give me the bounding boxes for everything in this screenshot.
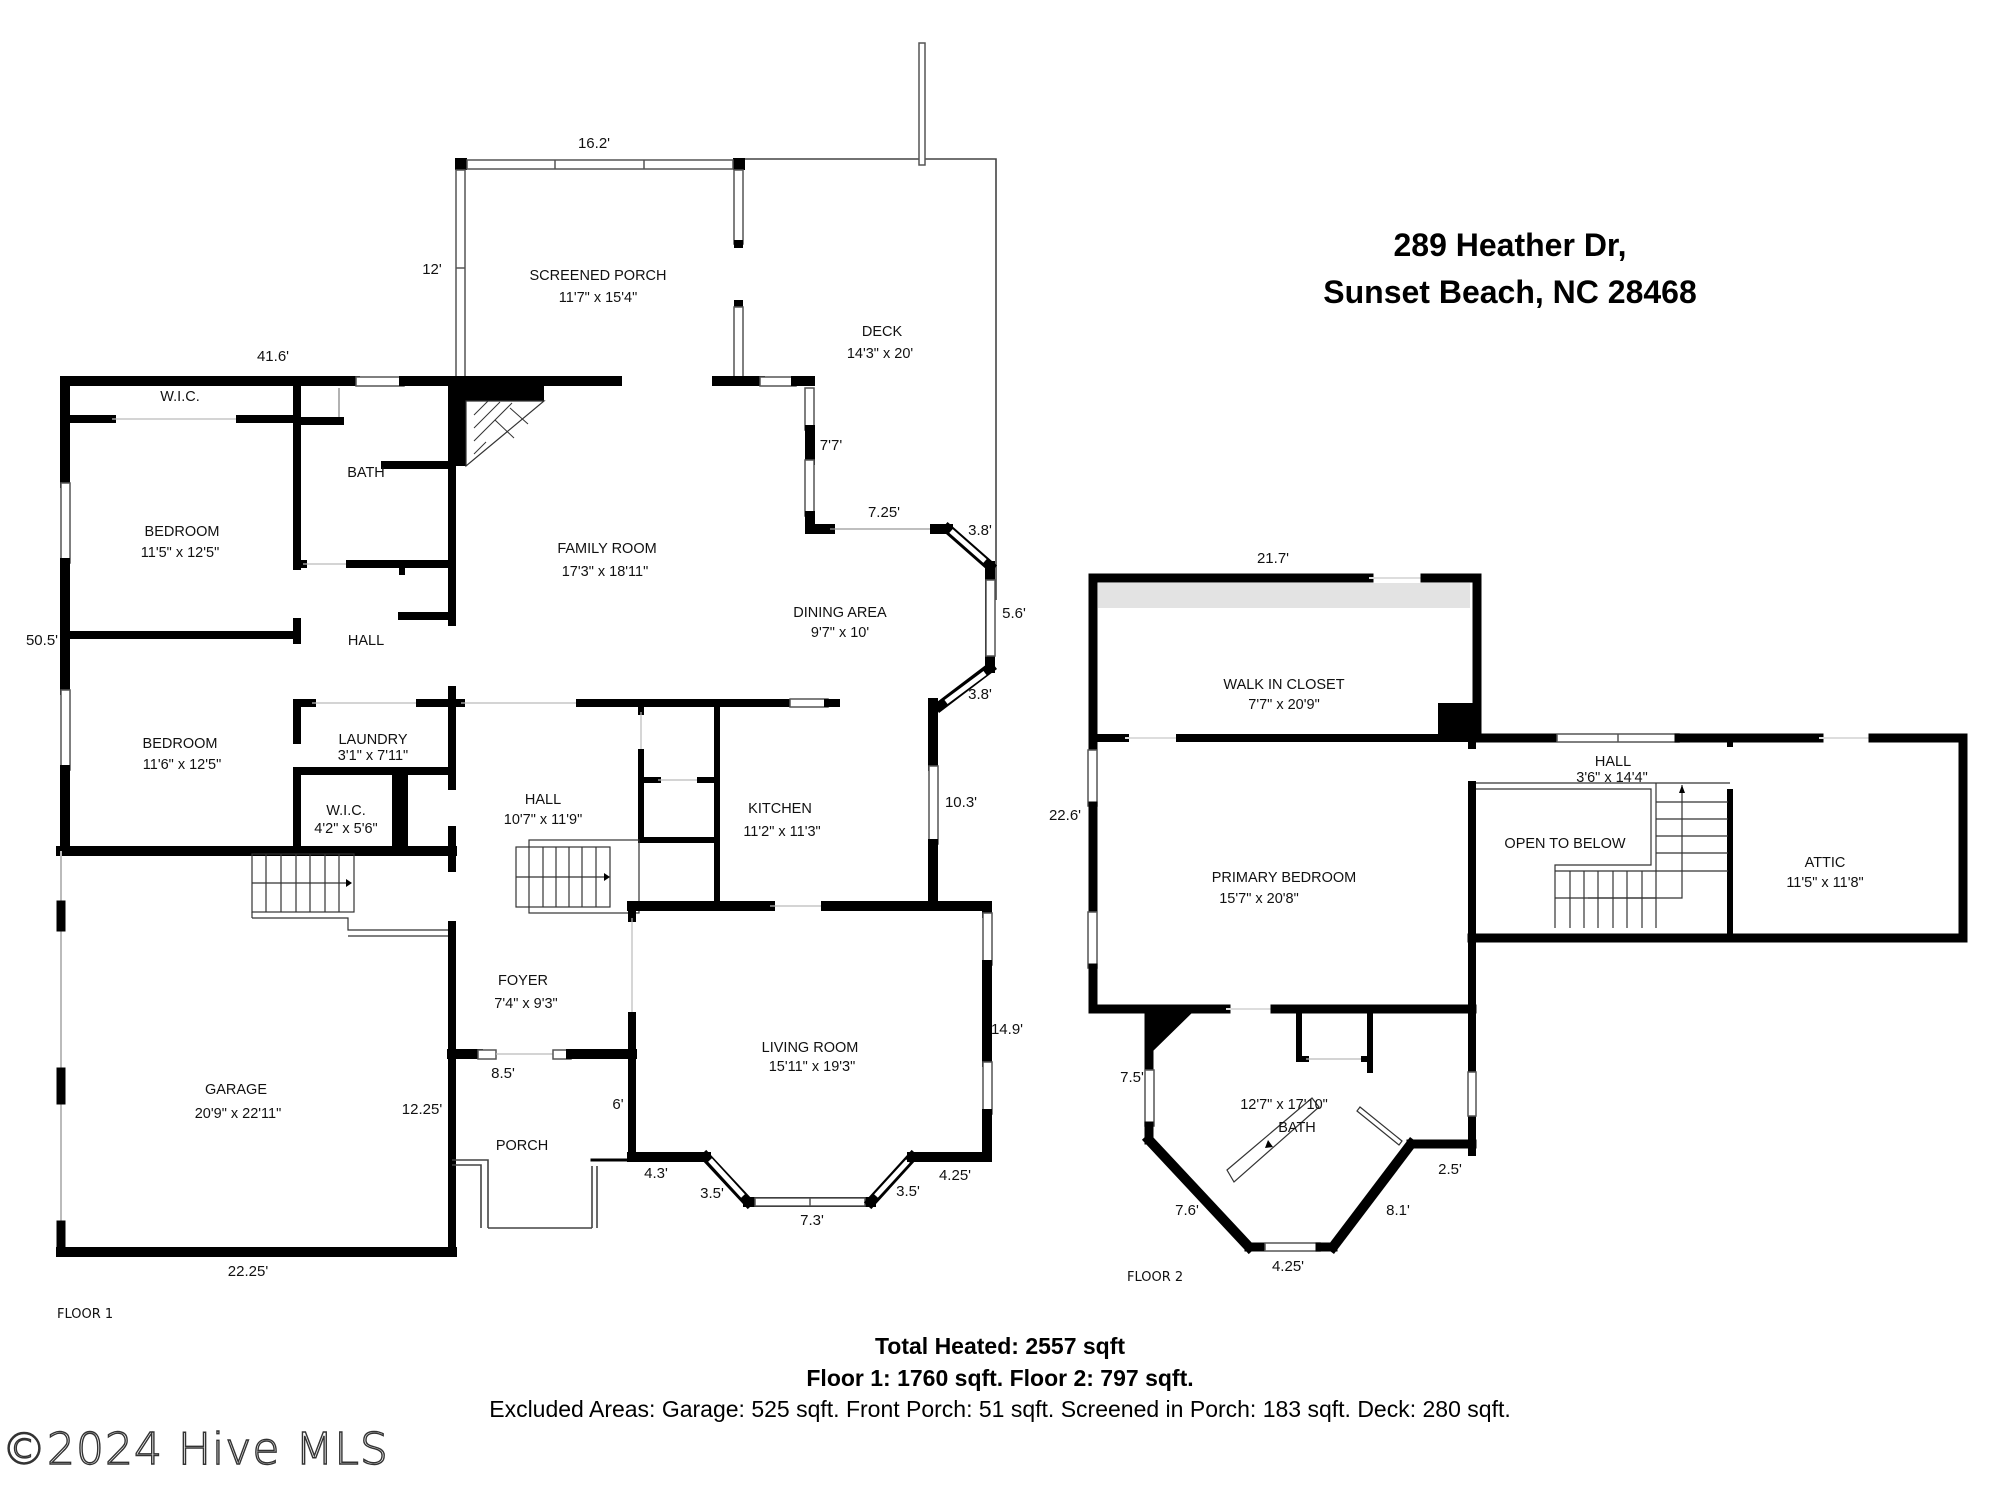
- label-garage: GARAGE: [205, 1082, 267, 1098]
- property-address: 289 Heather Dr, Sunset Beach, NC 28468: [1300, 222, 1720, 316]
- size-kitchen: 11'2" x 11'3": [743, 824, 820, 840]
- dim-living-bottom-left: 4.3': [644, 1165, 668, 1182]
- dim-f2-top: 21.7': [1257, 550, 1289, 567]
- dim-house-left: 50.5': [26, 632, 58, 649]
- dim-porch-depth: 6': [612, 1096, 623, 1113]
- label-wic-top: W.I.C.: [160, 389, 199, 405]
- floor-areas: Floor 1: 1760 sqft. Floor 2: 797 sqft.: [806, 1365, 1194, 1391]
- label-walk-in-closet: WALK IN CLOSET: [1223, 677, 1344, 693]
- label-kitchen: KITCHEN: [748, 801, 812, 817]
- hall-stairs: [515, 839, 640, 914]
- dim-f2-left: 22.6': [1049, 807, 1081, 824]
- label-wic-bottom: W.I.C.: [326, 803, 365, 819]
- label-family-room: FAMILY ROOM: [557, 541, 656, 557]
- dim-porch-side: 12': [422, 261, 442, 278]
- label-foyer: FOYER: [498, 973, 548, 989]
- dim-living-bottom-right: 4.25': [939, 1167, 971, 1184]
- dim-f2-bath-left: 7.5': [1120, 1069, 1144, 1086]
- label-hall-f2: HALL: [1595, 754, 1631, 770]
- size-garage: 20'9" x 22'11": [195, 1106, 282, 1122]
- size-living-room: 15'11" x 19'3": [769, 1059, 856, 1075]
- label-laundry: LAUNDRY: [338, 732, 407, 748]
- dim-garage-right: 12.25': [402, 1101, 443, 1118]
- dim-living-bay-right: 3.5': [896, 1183, 920, 1200]
- floor-1-walls: [56, 376, 998, 1257]
- size-screened-porch: 11'7" x 15'4": [559, 290, 637, 306]
- label-bedroom-1: BEDROOM: [145, 524, 220, 540]
- label-dining-area: DINING AREA: [793, 605, 887, 621]
- label-primary-bedroom: PRIMARY BEDROOM: [1212, 870, 1357, 886]
- watermark: ©2024 Hive MLS: [1, 1423, 389, 1475]
- dim-porch-top: 16.2': [578, 135, 610, 152]
- floor-2-walls: [1087, 573, 1968, 1255]
- dim-living-bay-left: 3.5': [700, 1185, 724, 1202]
- address-line-1: 289 Heather Dr,: [1393, 227, 1627, 263]
- floor-2-label: FLOOR 2: [1127, 1270, 1183, 1285]
- size-hall-f2: 3'6" x 14'4": [1576, 770, 1647, 786]
- label-living-room: LIVING ROOM: [762, 1040, 859, 1056]
- size-foyer: 7'4" x 9'3": [494, 996, 557, 1012]
- dim-bay-top: 3.8': [968, 522, 992, 539]
- size-bath-f2: 12'7" x 17'10": [1240, 1097, 1328, 1113]
- dim-bay-mid: 5.6': [1002, 605, 1026, 622]
- size-wic-bottom: 4'2" x 5'6": [314, 821, 377, 837]
- dim-f2-bath-bottom-right: 8.1': [1386, 1202, 1410, 1219]
- label-attic: ATTIC: [1805, 855, 1846, 871]
- size-bedroom-1: 11'5" x 12'5": [141, 545, 219, 561]
- floor-1-label: FLOOR 1: [57, 1307, 113, 1322]
- dim-family-right: 7'7': [820, 437, 843, 454]
- dim-f2-bath-bottom: 4.25': [1272, 1258, 1304, 1275]
- label-deck: DECK: [862, 324, 903, 340]
- dim-house-top: 41.6': [257, 348, 289, 365]
- label-screened-porch: SCREENED PORCH: [530, 268, 667, 284]
- size-walk-in-closet: 7'7" x 20'9": [1248, 697, 1319, 713]
- size-bedroom-2: 11'6" x 12'5": [143, 757, 221, 773]
- dim-f2-bath-right: 2.5': [1438, 1161, 1462, 1178]
- dim-porch-width: 8.5': [491, 1065, 515, 1082]
- label-bath: BATH: [347, 465, 385, 481]
- floor-2-plan: WALK IN CLOSET 7'7" x 20'9" PRIMARY BEDR…: [1049, 550, 1968, 1285]
- label-hall-center: HALL: [525, 792, 561, 808]
- dim-bay-bottom: 3.8': [968, 686, 992, 703]
- dim-living-bay-mid: 7.3': [800, 1212, 824, 1229]
- label-bedroom-2: BEDROOM: [143, 736, 218, 752]
- dim-f2-bath-bottom-left: 7.6': [1175, 1202, 1199, 1219]
- size-laundry: 3'1" x 7'11": [338, 748, 408, 764]
- deck-outline: [739, 42, 997, 600]
- size-dining-area: 9'7" x 10': [811, 625, 869, 641]
- size-deck: 14'3" x 20': [847, 346, 914, 362]
- dim-kitchen-right: 10.3': [945, 794, 977, 811]
- dim-garage-bottom: 22.25': [228, 1263, 269, 1280]
- dim-dining-bottom: 7.25': [868, 504, 900, 521]
- label-hall-left: HALL: [348, 633, 384, 649]
- excluded-areas: Excluded Areas: Garage: 525 sqft. Front …: [489, 1396, 1511, 1422]
- garage-stairs: [251, 853, 448, 937]
- total-heated: Total Heated: 2557 sqft: [874, 1333, 1126, 1359]
- label-porch: PORCH: [496, 1138, 548, 1154]
- address-line-2: Sunset Beach, NC 28468: [1323, 274, 1697, 310]
- dim-living-right: 14.9': [991, 1021, 1023, 1038]
- label-open-to-below: OPEN TO BELOW: [1504, 836, 1625, 852]
- size-attic: 11'5" x 11'8": [1786, 875, 1863, 891]
- floor-1-plan: SCREENED PORCH 11'7" x 15'4" DECK 14'3" …: [26, 42, 1026, 1322]
- size-family-room: 17'3" x 18'11": [562, 564, 649, 580]
- size-hall-center: 10'7" x 11'9": [504, 812, 582, 828]
- label-bath-f2: BATH: [1278, 1120, 1316, 1136]
- size-primary-bedroom: 15'7" x 20'8": [1219, 891, 1299, 907]
